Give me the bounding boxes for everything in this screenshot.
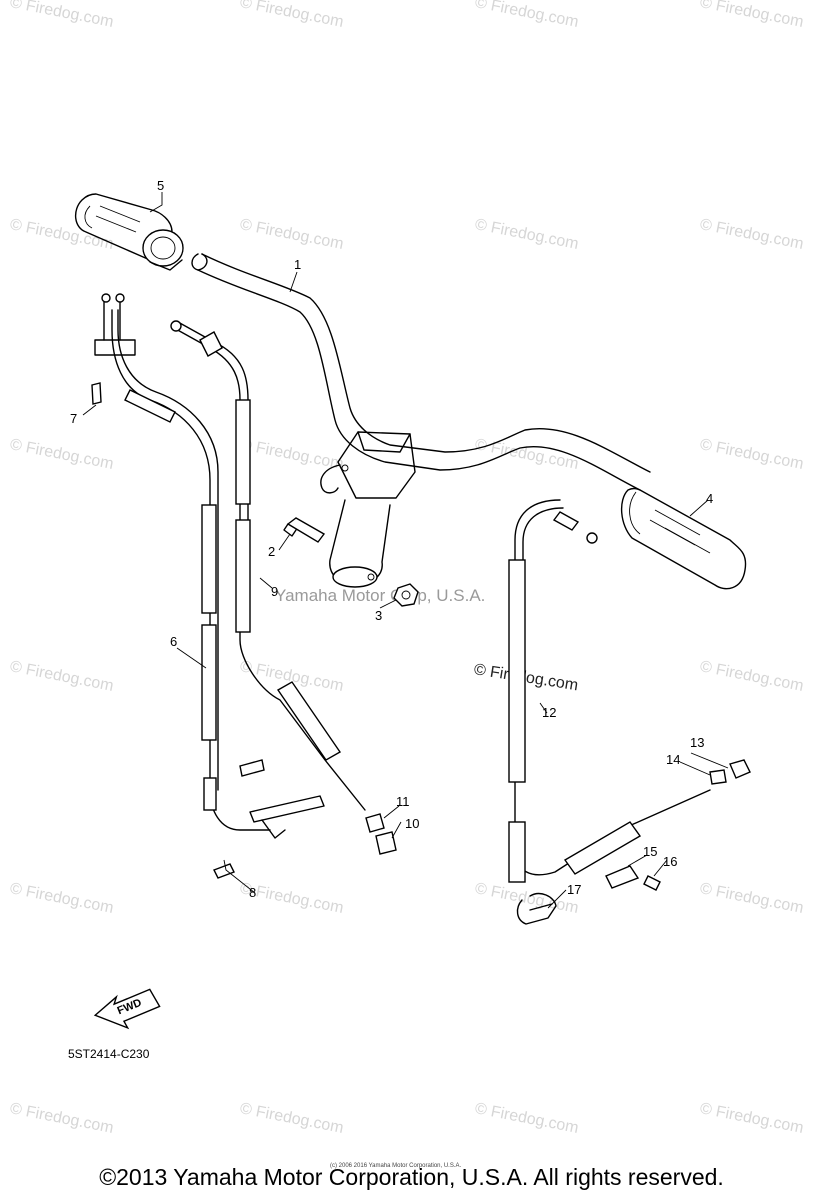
callout-9: 9 — [271, 584, 279, 599]
callout-3: 3 — [375, 608, 383, 623]
callout-6: 6 — [170, 634, 178, 649]
handlebar-clamp — [320, 431, 416, 588]
callout-12: 12 — [542, 705, 557, 720]
callout-7: 7 — [70, 411, 78, 426]
callout-8: 8 — [249, 885, 257, 900]
cable-12 — [508, 499, 711, 883]
callout-11: 11 — [396, 794, 410, 809]
leader-lines — [82, 192, 729, 909]
clamp-17 — [516, 892, 557, 925]
bolt-8 — [213, 863, 235, 879]
callout-15: 15 — [643, 844, 658, 859]
diagram-code: 5ST2414-C230 — [68, 1047, 150, 1061]
fwd-arrow-icon — [93, 988, 161, 1030]
yamaha-watermark: Yamaha Motor Corp, U.S.A. — [275, 586, 486, 605]
copyright-footer: ©2013 Yamaha Motor Corporation, U.S.A. A… — [99, 1164, 724, 1190]
lower-bracket — [239, 759, 325, 839]
callout-14: 14 — [666, 752, 681, 767]
bolt-16 — [643, 875, 661, 891]
callout-17: 17 — [567, 882, 582, 897]
fitting-13 — [729, 759, 751, 779]
fitting-14 — [709, 769, 727, 785]
callout-2: 2 — [268, 544, 276, 559]
nut-3 — [393, 583, 419, 607]
cable-6 — [91, 293, 271, 831]
callout-16: 16 — [663, 854, 678, 869]
fitting-11 — [365, 813, 385, 833]
fitting-10 — [375, 831, 397, 855]
bolt-2 — [283, 517, 326, 543]
right-grip — [621, 487, 747, 590]
tiny-copyright: (c) 2006 2016 Yamaha Motor Corporation, … — [330, 1163, 462, 1169]
callout-5: 5 — [157, 178, 165, 193]
callout-4: 4 — [706, 491, 714, 506]
handlebar — [191, 253, 651, 491]
left-grip — [75, 193, 184, 271]
callout-10: 10 — [405, 816, 420, 831]
callout-13: 13 — [690, 735, 705, 750]
bracket-15 — [605, 865, 640, 889]
callout-1: 1 — [294, 257, 302, 272]
cable-9 — [170, 320, 366, 811]
